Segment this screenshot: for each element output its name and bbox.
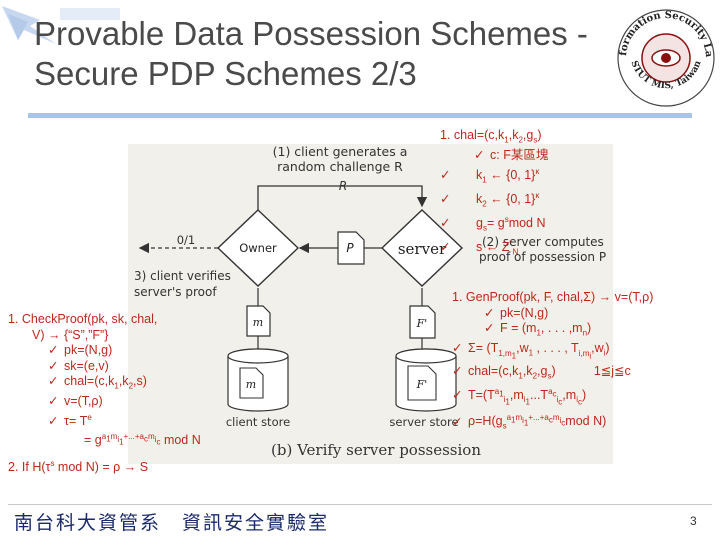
server-store-file-label: F' <box>416 378 428 391</box>
client-store-file-icon <box>239 367 264 399</box>
corner-decoration <box>2 6 120 44</box>
step2-line2: proof of possession P <box>479 250 606 264</box>
page-number: 3 <box>690 514 697 528</box>
decor-bar <box>60 8 120 20</box>
server-node <box>380 209 464 287</box>
server-file-label: F' <box>416 317 428 330</box>
chal-item-k1: ✓k1 ← {0, 1}κ <box>440 166 540 185</box>
figure-caption: (b) Verify server possession <box>271 441 481 459</box>
checkproof-head-1: 1. CheckProof(pk, sk, chal, <box>8 312 158 326</box>
genproof-t: ✓T=(Ta1i1,mi1...Tacic,mic) <box>452 386 587 407</box>
slide-title: Provable Data Possession Schemes - Secur… <box>34 14 634 94</box>
server-file-icon <box>409 305 436 339</box>
title-rule <box>28 113 692 118</box>
output-label: 0/1 <box>177 233 196 247</box>
server-store-file-icon <box>407 365 437 401</box>
client-store-file-label: m <box>246 378 256 391</box>
checkproof-v: ✓v=(T,ρ) <box>48 394 103 408</box>
checkproof-step2: 2. If H(τs mod N) = ρ → S <box>8 458 149 474</box>
owner-label: Owner <box>239 241 277 255</box>
genproof-chal: ✓chal=(c,k1,k2,gs) 1≦j≦c <box>452 363 631 381</box>
chal-item-gs: ✓gs= gsmod N <box>440 214 546 233</box>
genproof-sigma: ✓Σ= (T1,m1,w1 , . . . , Ti,mi,wi) <box>452 341 610 361</box>
lab-logo: Information Security Lab. STUT MIS, Taiw… <box>612 2 715 107</box>
owner-node <box>216 209 300 287</box>
genproof-rho: ✓ρ=H(gsa1mi1+...+acmicmod N) <box>452 413 607 431</box>
server-store-label: server store <box>389 415 458 429</box>
step3-line1: 3) client verifies <box>134 269 231 283</box>
challenge-arrow <box>257 185 428 212</box>
checkproof-tau-expansion: = ga1mi1+...+acmic mod N <box>84 432 201 448</box>
client-file-label: m <box>253 316 263 329</box>
step2-line1: (2) server computes <box>482 235 604 249</box>
client-store-label: client store <box>226 415 290 429</box>
checkproof-pk: ✓pk=(N,g) <box>48 343 113 357</box>
footer-divider <box>8 504 712 505</box>
chal-item-c: ✓c: F某區塊 <box>474 148 549 162</box>
client-file-icon <box>246 305 271 337</box>
genproof-f: ✓F = (m1, . . . ,mn) <box>484 321 592 338</box>
checkproof-tau: ✓τ= Te <box>48 412 92 428</box>
chal-line: 1. chal=(c,k1,k2,gs) <box>440 128 542 145</box>
challenge-arrow-label: R <box>339 179 347 193</box>
server-label: server <box>398 240 447 258</box>
decor-arrow-shape <box>2 6 56 44</box>
checkproof-sk: ✓sk=(e,v) <box>48 358 109 373</box>
pdp-figure <box>128 144 613 464</box>
chal-item-s: ✓s ← Z*N <box>440 238 519 257</box>
checkproof-block: 1. CheckProof(pk, sk, chal, V) → {“S”,”F… <box>8 312 201 476</box>
client-store-top <box>227 348 289 364</box>
chal-block: 1. chal=(c,k1,k2,gs) ✓c: F某區塊 ✓k1 ← {0, … <box>440 128 548 260</box>
proof-label: P <box>346 241 354 255</box>
genproof-pk: ✓pk=(N,g) <box>484 305 549 320</box>
step1-line2: random challenge R <box>277 159 403 174</box>
step3-line2: server's proof <box>134 285 217 299</box>
title-line-1: Provable Data Possession Schemes - <box>34 15 588 52</box>
server-store-top <box>395 348 457 364</box>
genproof-block: 1. GenProof(pk, F, chal,Σ) → v=(T,ρ) ✓pk… <box>452 290 653 435</box>
checkproof-chal: ✓chal=(c,k1,k2,s) <box>48 374 147 391</box>
footer-lab-name: 南台科大資管系 資訊安全實驗室 <box>14 512 330 534</box>
step1-line1: (1) client generates a <box>273 144 408 159</box>
checkproof-head-2: V) → {“S”,”F”} <box>32 327 109 342</box>
title-line-2: Secure PDP Schemes 2/3 <box>34 55 417 92</box>
genproof-head: 1. GenProof(pk, F, chal,Σ) → v=(T,ρ) <box>452 290 654 304</box>
chal-item-k2: ✓k2 ← {0, 1}κ <box>440 190 540 209</box>
proof-document-icon <box>337 231 365 265</box>
